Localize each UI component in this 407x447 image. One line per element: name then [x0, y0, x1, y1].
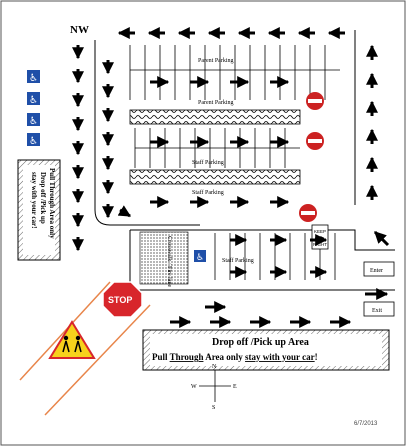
- parent-parking-label-top: Parent Parking: [198, 58, 234, 64]
- school-crossing-icon: [48, 320, 96, 359]
- left-banner-line-3: stay with your car!: [30, 172, 38, 228]
- south-lot-edge: [130, 229, 395, 251]
- svg-text:N: N: [212, 364, 217, 370]
- svg-text:STOP: STOP: [108, 295, 132, 305]
- keep-right-icon: KEEP RIGHT: [311, 224, 329, 250]
- staff-parking-label-a: Staff Parking: [192, 159, 224, 166]
- map-date: 6/7/2013: [354, 421, 378, 427]
- road-line-east: [44, 304, 151, 416]
- enter-label: Enter: [370, 268, 383, 274]
- svg-text:KEEP: KEEP: [314, 229, 326, 234]
- direction-arrow: [373, 230, 390, 247]
- left-banner-line-2: Drop off /Pick up: [39, 172, 47, 224]
- crosswalk-area: [139, 231, 189, 285]
- parent-parking-label-mid: Parent Parking: [198, 100, 234, 106]
- crosswalk-label: Crosswalk / Fire lane: [166, 236, 172, 287]
- svg-text:S: S: [212, 405, 215, 411]
- dropoff-title: Drop off /Pick up Area: [212, 337, 309, 348]
- handicap-icon: ♿: [27, 92, 40, 106]
- compass-icon: N S E W: [191, 364, 237, 411]
- inner-driveway-edge: [94, 40, 200, 226]
- median-island-top: [129, 109, 301, 125]
- road-line-west: [19, 281, 111, 381]
- left-banner-line-1: Pull Through Area only: [48, 168, 56, 239]
- median-island-bottom: [129, 169, 301, 185]
- handicap-icon: ♿: [27, 133, 40, 147]
- staff-parking-label-b: Staff Parking: [192, 189, 224, 196]
- enter-gate: [363, 261, 395, 277]
- stop-sign-icon: STOP: [102, 281, 143, 318]
- svg-text:RIGHT: RIGHT: [313, 242, 327, 247]
- svg-text:♿: ♿: [29, 95, 38, 106]
- corner-label-nw: NW: [70, 24, 89, 36]
- svg-text:♿: ♿: [196, 253, 204, 263]
- do-not-enter-icon: [299, 204, 317, 222]
- handicap-icon: ♿: [27, 113, 40, 127]
- svg-text:♿: ♿: [29, 73, 38, 84]
- svg-text:W: W: [191, 384, 197, 390]
- traffic-arrows: [72, 27, 390, 328]
- svg-text:♿: ♿: [29, 136, 38, 147]
- handicap-icon: ♿: [194, 250, 206, 263]
- dropoff-instructions: Pull Through Area only stay with your ca…: [152, 352, 318, 362]
- exit-gate: [363, 301, 395, 317]
- direction-arrow: [117, 205, 132, 218]
- staff-parking-label-lower: Staff Parking: [222, 257, 254, 264]
- do-not-enter-icon: [306, 132, 324, 150]
- do-not-enter-icon: [306, 92, 324, 110]
- svg-text:E: E: [233, 384, 237, 390]
- staff-parking-stalls: [134, 128, 300, 168]
- svg-text:♿: ♿: [29, 116, 38, 127]
- handicap-icon: ♿: [27, 70, 40, 84]
- parent-parking-stalls: [129, 45, 340, 100]
- exit-label: Exit: [372, 308, 382, 314]
